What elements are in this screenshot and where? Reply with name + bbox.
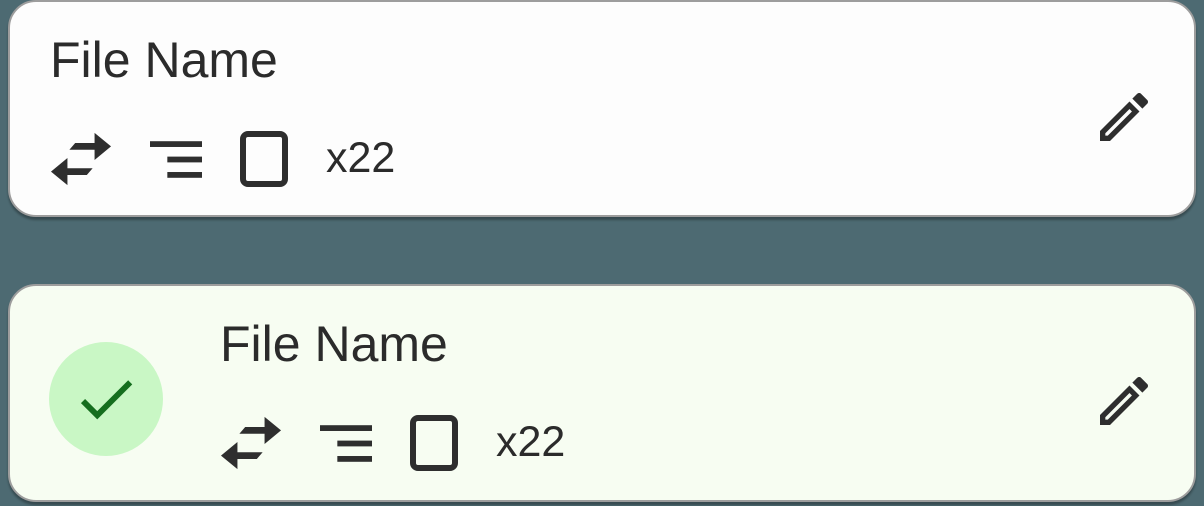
- text-lines-icon: [320, 424, 372, 462]
- selected-check-circle[interactable]: [49, 342, 163, 456]
- edit-button[interactable]: [1092, 369, 1156, 433]
- check-icon: [71, 364, 141, 434]
- swap-arrows-icon: [220, 414, 282, 472]
- page-count: x22: [326, 133, 396, 182]
- file-meta-row: x22: [50, 130, 395, 188]
- file-title: File Name: [220, 316, 448, 372]
- page-count: x22: [496, 417, 566, 466]
- swap-arrows-icon: [50, 130, 112, 188]
- edit-button[interactable]: [1092, 85, 1156, 149]
- file-title: File Name: [50, 32, 278, 88]
- file-card-content: File Name: [220, 315, 565, 472]
- file-card-content: File Name: [50, 31, 395, 188]
- page-outline-icon: [410, 415, 458, 471]
- file-card-selected[interactable]: File Name: [8, 284, 1196, 502]
- file-meta-row: x22: [220, 414, 565, 472]
- file-card[interactable]: File Name: [8, 0, 1196, 217]
- pencil-icon: [1092, 85, 1156, 149]
- page-outline-icon: [240, 131, 288, 187]
- text-lines-icon: [150, 140, 202, 178]
- pencil-icon: [1092, 369, 1156, 433]
